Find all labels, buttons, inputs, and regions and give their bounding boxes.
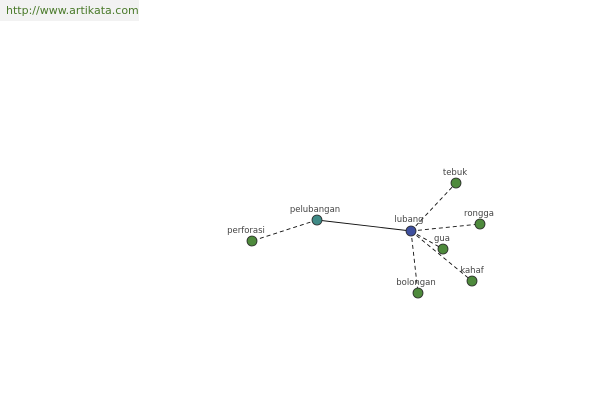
node-label-bolongan[interactable]: bolongan (396, 278, 436, 288)
edge-pelubangan-perforasi (251, 219, 318, 242)
edge-lubang-kahaf (410, 230, 473, 282)
node-label-lubang[interactable]: lubang (394, 215, 423, 225)
edges-layer (251, 182, 481, 294)
node-gua[interactable] (437, 243, 449, 255)
url-banner[interactable]: http://www.artikata.com (0, 0, 139, 21)
node-label-kahaf[interactable]: kahaf (460, 266, 485, 276)
node-label-pelubangan[interactable]: pelubangan (290, 205, 340, 215)
node-lubang[interactable] (405, 225, 417, 237)
labels-layer: lubang pelubangan perforasi tebuk rongga gua k… (227, 168, 494, 288)
nodes-layer (246, 177, 486, 299)
edge-lubang-pelubangan (316, 219, 412, 232)
node-tebuk[interactable] (450, 177, 462, 189)
node-kahaf[interactable] (466, 275, 478, 287)
edge-lubang-gua (410, 230, 444, 250)
node-label-rongga[interactable]: rongga (464, 209, 494, 219)
edge-lubang-bolongan (410, 230, 419, 294)
node-label-gua[interactable]: gua (434, 234, 450, 244)
node-pelubangan[interactable] (311, 214, 323, 226)
node-perforasi[interactable] (246, 235, 258, 247)
node-label-perforasi[interactable]: perforasi (227, 226, 265, 236)
node-rongga[interactable] (474, 218, 486, 230)
edge-lubang-tebuk (410, 182, 457, 232)
edge-lubang-rongga (410, 223, 481, 232)
node-label-tebuk[interactable]: tebuk (443, 168, 467, 178)
node-bolongan[interactable] (412, 287, 424, 299)
